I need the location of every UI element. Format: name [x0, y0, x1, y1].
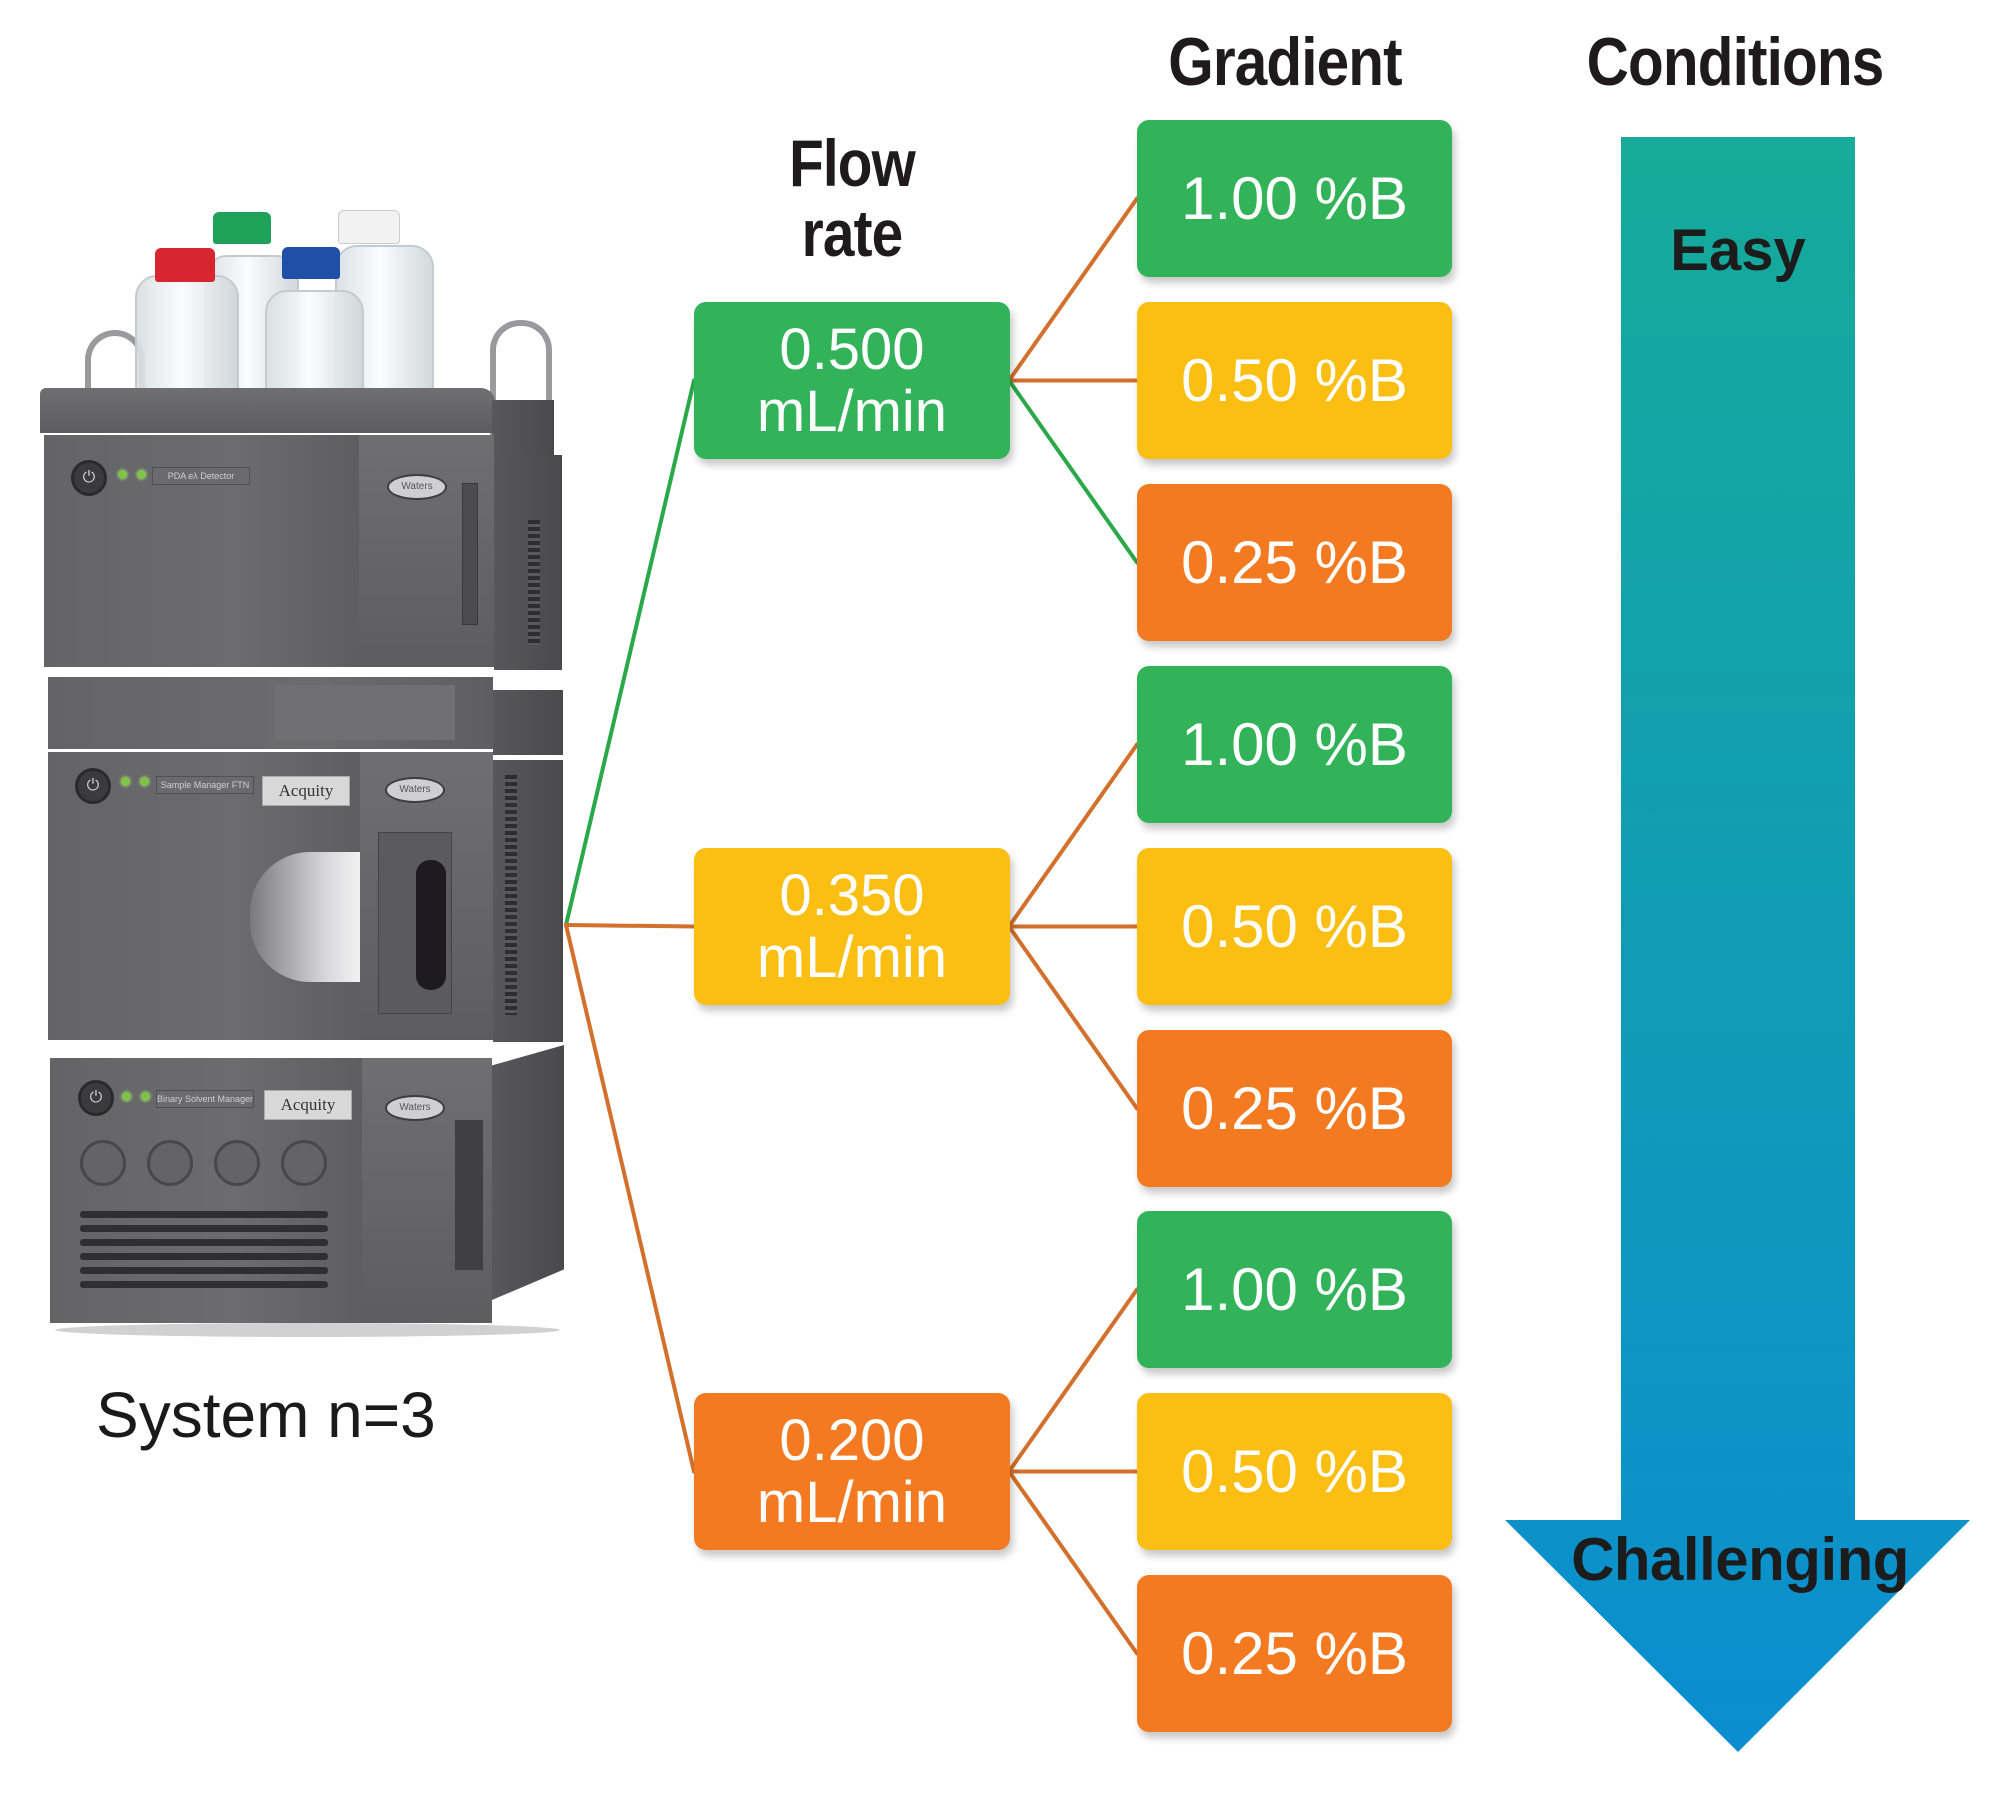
bottle-cap-green: [213, 212, 271, 244]
gradient-label: 0.50 %B: [1181, 347, 1408, 414]
gradient-box: 0.50 %B: [1137, 302, 1452, 459]
system-to-flow-line: [564, 923, 696, 1474]
module-label: PDA eλ Detector: [152, 467, 250, 485]
flow-to-gradient-line: [1007, 1469, 1139, 1656]
column-side: [493, 690, 563, 755]
side-slot: [455, 1120, 483, 1270]
status-led: [122, 1092, 131, 1101]
base-shadow: [55, 1323, 560, 1337]
gradient-box: 0.25 %B: [1137, 1030, 1452, 1187]
flow-to-gradient-line: [1007, 196, 1139, 383]
status-led: [121, 777, 130, 786]
waters-badge: Waters: [387, 474, 447, 500]
gradient-box: 0.25 %B: [1137, 1575, 1452, 1732]
module-label: Sample Manager FTN: [156, 776, 254, 794]
gradient-label: 0.50 %B: [1181, 1438, 1408, 1505]
flow-rate-value: 0.350: [779, 862, 925, 928]
solvent-tray: [40, 388, 495, 433]
lc-system-image: ⏻ PDA eλ Detector Waters ⏻ Sample Manage…: [0, 0, 600, 1360]
gradient-box: 0.50 %B: [1137, 848, 1452, 1005]
down-arrow-icon: [1505, 137, 1970, 1752]
solvent-bottle: [265, 290, 364, 394]
bottle-cap-red: [155, 248, 215, 282]
vent-slot: [80, 1225, 328, 1232]
power-icon[interactable]: ⏻: [75, 768, 111, 804]
injector-viewport: [416, 860, 446, 990]
power-icon[interactable]: ⏻: [78, 1080, 114, 1116]
gradient-box: 1.00 %B: [1137, 666, 1452, 823]
flow-rate-value: 0.500: [779, 316, 925, 382]
flow-rate-heading-line2: rate: [801, 196, 904, 270]
flow-to-gradient-line: [1007, 1287, 1139, 1474]
system-to-flow-line: [564, 378, 696, 927]
vent-slot: [80, 1239, 328, 1246]
status-led: [137, 470, 146, 479]
vent-slot: [80, 1211, 328, 1218]
flow-rate-unit: mL/min: [756, 924, 948, 990]
solvent-manager-side: [492, 1045, 564, 1300]
flow-to-gradient-line: [1007, 378, 1139, 565]
gradient-label: 1.00 %B: [1181, 1256, 1408, 1323]
flow-rate-box: 0.350 mL/min: [694, 848, 1010, 1005]
sample-manager-side: [493, 760, 563, 1042]
vent-slot: [80, 1281, 328, 1288]
gradient-box: 1.00 %B: [1137, 120, 1452, 277]
challenging-label: Challenging: [1571, 1526, 1909, 1593]
system-label: System n=3: [96, 1379, 436, 1451]
conditions-heading: Conditions: [1586, 24, 1885, 100]
flow-rate-unit: mL/min: [756, 1469, 948, 1535]
gradient-box: 0.25 %B: [1137, 484, 1452, 641]
gradient-label: 0.25 %B: [1181, 1620, 1408, 1687]
gradient-label: 0.25 %B: [1181, 529, 1408, 596]
status-led: [118, 470, 127, 479]
gradient-box: 1.00 %B: [1137, 1211, 1452, 1368]
system-to-flow-line: [564, 923, 696, 929]
flow-rate-box: 0.200 mL/min: [694, 1393, 1010, 1550]
solvent-knob: [80, 1140, 126, 1186]
flow-to-gradient-line: [1007, 924, 1139, 1111]
gradient-label: 1.00 %B: [1181, 165, 1408, 232]
acquity-badge: Acquity: [262, 776, 350, 806]
flow-rate-unit: mL/min: [756, 378, 948, 444]
sample-door-handle[interactable]: [250, 852, 360, 982]
door-slot: [462, 483, 478, 625]
vent-grille: [528, 520, 540, 645]
gradient-label: 0.25 %B: [1181, 1075, 1408, 1142]
waters-badge: Waters: [385, 777, 445, 803]
module-label: Binary Solvent Manager: [156, 1090, 254, 1108]
gradient-box: 0.50 %B: [1137, 1393, 1452, 1550]
flow-rate-heading: Flow rate: [716, 128, 988, 268]
column-drawer-panel: [275, 685, 455, 740]
bottle-cap-blue: [282, 247, 340, 279]
power-icon[interactable]: ⏻: [71, 460, 107, 496]
waters-badge: Waters: [385, 1095, 445, 1121]
flow-to-gradient-line: [1007, 742, 1139, 929]
gradient-label: 0.50 %B: [1181, 893, 1408, 960]
acquity-badge: Acquity: [264, 1090, 352, 1120]
flow-rate-box: 0.500 mL/min: [694, 302, 1010, 459]
flow-rate-heading-line1: Flow: [789, 126, 916, 200]
gradient-heading: Gradient: [1168, 24, 1402, 100]
solvent-knob: [214, 1140, 260, 1186]
gradient-label: 1.00 %B: [1181, 711, 1408, 778]
bottle-cap-white: [338, 210, 400, 244]
solvent-knob: [281, 1140, 327, 1186]
vent-slot: [80, 1253, 328, 1260]
status-led: [141, 1092, 150, 1101]
status-led: [140, 777, 149, 786]
vent-grille: [505, 775, 517, 1015]
solvent-knob: [147, 1140, 193, 1186]
vent-slot: [80, 1267, 328, 1274]
easy-label: Easy: [1670, 218, 1806, 283]
flow-rate-value: 0.200: [779, 1407, 925, 1473]
tray-handle-right: [490, 320, 552, 436]
